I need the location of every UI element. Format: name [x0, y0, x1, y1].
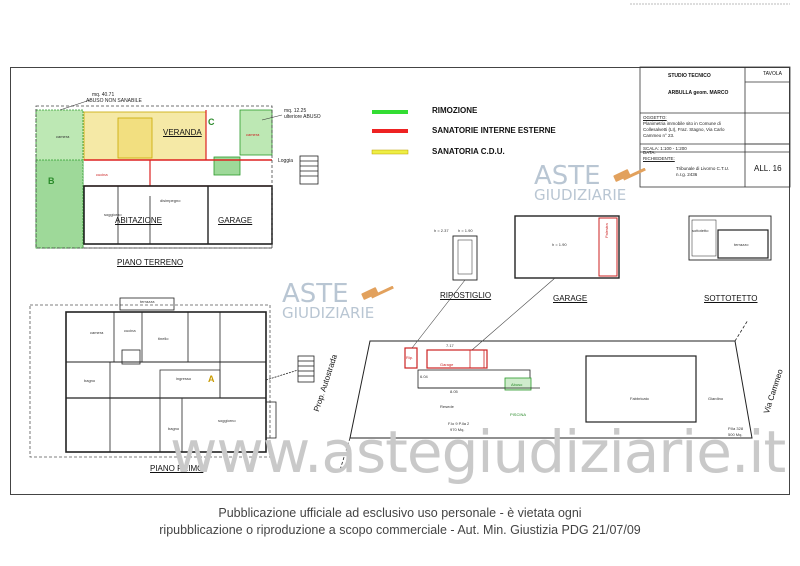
garage-room-label: GARAGE	[218, 216, 253, 225]
engineer-name: ARBULLA geom. MARCO	[668, 90, 729, 96]
palestra-label: Palestra	[604, 223, 609, 238]
area-b-marker: B	[48, 176, 55, 186]
abitazione-label: ABITAZIONE	[115, 216, 162, 225]
area-a-marker: A	[208, 374, 215, 384]
footer-line-2: ripubblicazione o riproduzione a scopo c…	[159, 523, 641, 537]
gavel-icon-2	[361, 286, 394, 300]
garage-title: GARAGE	[553, 294, 588, 303]
room-terrazza-pp: terrazza	[140, 299, 155, 304]
watermark-giudiziarie-1: GIUDIZIARIE	[534, 186, 627, 204]
giardino-label: Giardino	[708, 396, 724, 401]
site-plan	[339, 277, 753, 471]
site-dim-2: 8.05	[450, 389, 458, 394]
site-dim-1: 7.17	[446, 343, 454, 348]
legend-sanatorie-swatch	[372, 129, 408, 133]
sottotetto-title: SOTTOTETTO	[704, 294, 758, 303]
legend-rimozione-swatch	[372, 110, 408, 114]
loggia-label: Loggia	[278, 158, 294, 164]
title-block-lines	[639, 66, 791, 188]
aste-watermark-logo-2: ASTE GIUDIZIARIE	[282, 279, 394, 322]
richiedente-text: Tribunale di Livorno C.T.U. n.r.g. 2436	[676, 166, 730, 177]
sottotetto-room-label: sottotetto	[692, 228, 709, 233]
watermark-aste-2: ASTE	[282, 279, 349, 309]
piano-terreno-plan	[35, 99, 319, 249]
allegato-number: ALL. 16	[754, 164, 782, 173]
fabbricato-label: Fabbricato	[630, 396, 649, 401]
room-camera-pt: camera	[56, 134, 70, 139]
watermark-aste-1: ASTE	[534, 161, 601, 191]
data-label: DATA:	[643, 150, 656, 155]
legend-sanatorie-label: SANATORIE INTERNE ESTERNE	[432, 126, 556, 135]
area-c-marker: C	[208, 117, 215, 127]
annex-plans	[452, 215, 772, 281]
room-tinello-pp: tinello	[158, 336, 169, 341]
legend-rimozione-label: RIMOZIONE	[432, 106, 478, 115]
ripostiglio-height2: h = 1.90	[458, 228, 473, 233]
oggetto-label: OGGETTO:	[643, 115, 667, 120]
room-soggiorno-pt: soggiorno	[104, 212, 122, 217]
room-soggiorno-pp: soggiorno	[218, 418, 236, 423]
legend-sanatoria-cdu-swatch	[371, 149, 409, 155]
room-cucina-pt: cucina	[96, 172, 108, 177]
particella-right-area: 500 Mq.	[728, 432, 743, 437]
resede-label: Resede	[440, 404, 454, 409]
piano-primo-plan	[29, 297, 315, 458]
piano-primo-title: PIANO PRIMO	[150, 464, 204, 473]
garage-height: h = 1.90	[552, 242, 567, 247]
site-abuso-label: Abuso	[511, 382, 523, 387]
abuso2-note: ulteriore ABUSO	[284, 114, 321, 120]
piano-terreno-title: PIANO TERRENO	[117, 258, 184, 267]
scala-label: SCALA: 1:100 - 1:200	[643, 146, 687, 151]
footer-line-1: Pubblicazione ufficiale ad esclusivo uso…	[218, 506, 582, 520]
ripostiglio-title: RIPOSTIGLIO	[440, 291, 492, 300]
room-camera-pp: camera	[90, 330, 104, 335]
piscina-label: PISCINA	[510, 412, 527, 417]
room-cucina-pp: cucina	[124, 328, 136, 333]
ripostiglio-height1: h = 2.37	[434, 228, 449, 233]
abuso1-note: ABUSO NON SANABILE	[86, 98, 142, 104]
aste-watermark-logo-1: ASTE GIUDIZIARIE	[534, 161, 646, 204]
room-disimpegno-pt: disimpegno	[160, 198, 181, 203]
tavola-label: TAVOLA	[763, 71, 782, 77]
foglio-area: 970 Mq.	[450, 427, 465, 432]
site-dim-3: 6.04	[420, 374, 428, 379]
website-watermark: www.astegiudiziarie.it	[170, 418, 786, 486]
studio-title: STUDIO TECNICO	[668, 73, 711, 79]
room-bagno2-pp: bagno	[168, 426, 180, 431]
gavel-icon	[613, 168, 646, 182]
richiedente-label: RICHIEDENTE:	[643, 156, 675, 161]
room-ingresso-pp: ingresso	[176, 376, 192, 381]
abuso1-area: mq. 40.71	[92, 92, 115, 98]
room-camera-abuso: camera	[246, 132, 260, 137]
watermark-giudiziarie-2: GIUDIZIARIE	[282, 304, 375, 322]
abuso2-area: mq. 12.25	[284, 108, 307, 114]
room-bagno-pp: bagno	[84, 378, 96, 383]
oggetto-text: Planimetria immobile sito in Comune di C…	[643, 121, 725, 138]
legend-sanatoria-cdu-label: SANATORIA C.D.U.	[432, 147, 505, 156]
drawing-sheet	[10, 67, 790, 495]
foglio-label: F.lo 9 P.lla 2	[448, 421, 470, 426]
terrazzo-label: terrazzo	[734, 242, 749, 247]
particella-right: P.lla 328	[728, 426, 744, 431]
site-rip-label: Rip.	[406, 355, 414, 360]
veranda-label: VERANDA	[163, 128, 202, 137]
site-garage-label: Garage	[440, 362, 454, 367]
